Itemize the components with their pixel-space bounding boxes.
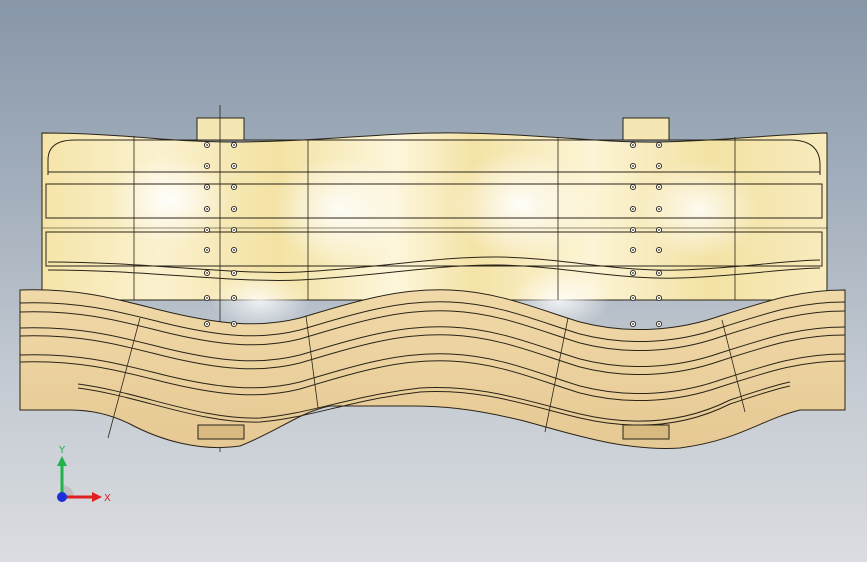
bolt-hole-center [658,229,660,231]
bolt-hole-center [206,249,208,251]
top-tab-right [622,117,670,141]
bolt-hole-center [233,208,235,210]
bolt-hole-center [206,323,208,325]
bolt-hole-center [233,272,235,274]
bolt-hole-center [206,272,208,274]
bolt-hole-center [206,297,208,299]
axis-triad: Y X [57,445,111,504]
bolt-hole-center [658,165,660,167]
bolt-hole-center [233,186,235,188]
bolt-hole-center [658,208,660,210]
bolt-hole-center [632,323,634,325]
bolt-hole-center [658,323,660,325]
bolt-holes [203,141,663,328]
bolt-hole-center [632,186,634,188]
bolt-hole-center [206,144,208,146]
bolt-hole-center [233,144,235,146]
bolt-hole-center [632,249,634,251]
bolt-hole-center [233,249,235,251]
bolt-hole-center [206,165,208,167]
bolt-hole-center [632,229,634,231]
bolt-hole-center [206,208,208,210]
bolt-hole-center [632,272,634,274]
bolt-hole-center [658,297,660,299]
bolt-hole-center [233,165,235,167]
x-axis-label: X [104,493,111,504]
bolt-hole-center [233,229,235,231]
bolt-hole-center [658,249,660,251]
bolt-hole-center [233,297,235,299]
bolt-hole-center [632,144,634,146]
bolt-hole-center [206,229,208,231]
bolt-hole-center [206,186,208,188]
upper-block [41,132,828,330]
bolt-hole-center [658,186,660,188]
z-axis-dot [57,492,67,502]
bolt-hole-center [658,272,660,274]
bolt-hole-center [658,144,660,146]
bolt-hole-center [632,208,634,210]
y-axis-label: Y [58,445,66,456]
bolt-hole-center [632,297,634,299]
top-tab-left [196,117,245,141]
bolt-hole-center [233,323,235,325]
bolt-hole-center [632,165,634,167]
lower-wave-body [19,289,846,449]
